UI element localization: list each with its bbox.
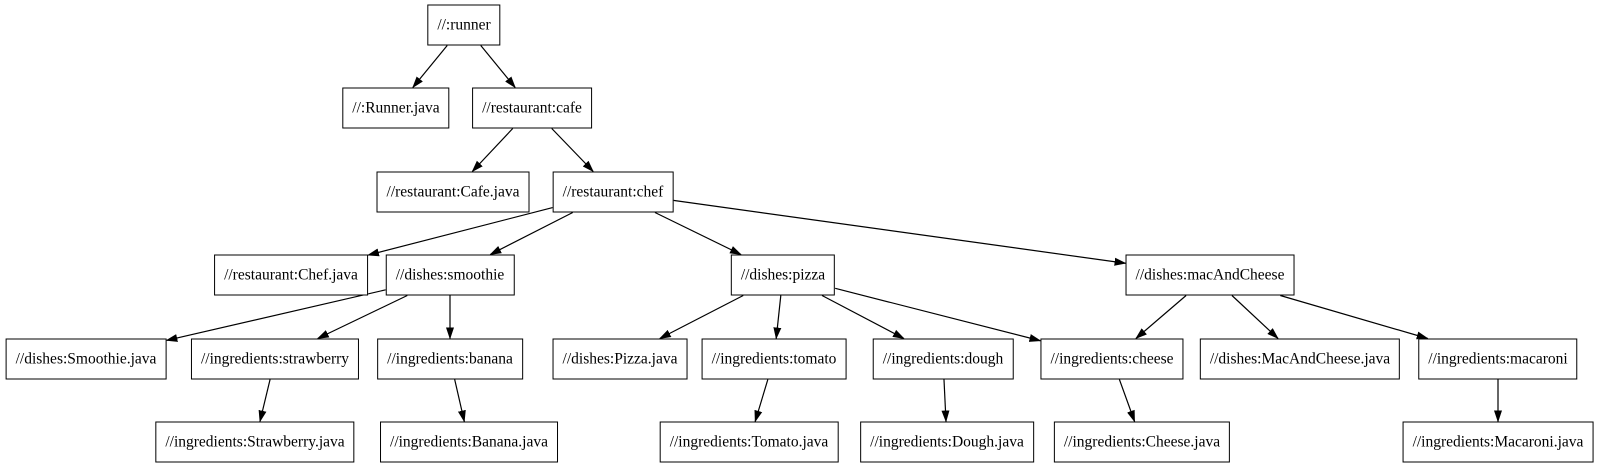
graph-node-chef: //restaurant:chef [552, 171, 674, 213]
edge-pizza-cheese [835, 287, 1042, 342]
edge-runner-cafe [480, 45, 516, 89]
graph-node-strawberry: //ingredients:strawberry [190, 338, 360, 380]
edge-macandcheese-cheese [1135, 295, 1187, 340]
graph-node-cafe_java: //restaurant:Cafe.java [376, 171, 530, 213]
graph-node-cheese: //ingredients:cheese [1040, 338, 1184, 380]
edge-cafe-chef [551, 128, 594, 173]
graph-node-smoothie: //dishes:smoothie [385, 254, 515, 296]
graph-node-smoothie_java: //dishes:Smoothie.java [5, 338, 167, 380]
edge-chef-pizza [654, 211, 742, 256]
edge-dough-dough_java [941, 379, 950, 423]
graph-node-pizza_java: //dishes:Pizza.java [552, 338, 688, 380]
edge-smoothie-strawberry [316, 294, 408, 340]
graph-node-chef_java: //restaurant:Chef.java [214, 254, 368, 296]
graph-node-macandcheese: //dishes:macAndCheese [1125, 254, 1295, 296]
edge-chef-smoothie [489, 211, 574, 256]
graph-node-banana_java: //ingredients:Banana.java [380, 421, 558, 463]
edge-cafe-cafe_java [471, 128, 514, 173]
edge-strawberry-strawberry_java [258, 379, 271, 423]
graph-node-strawberry_java: //ingredients:Strawberry.java [155, 421, 355, 463]
edge-pizza-dough [821, 294, 905, 340]
graph-node-banana: //ingredients:banana [377, 338, 523, 380]
edge-pizza-pizza_java [658, 294, 744, 340]
graph-node-dough: //ingredients:dough [872, 338, 1014, 380]
edge-chef-chef_java [366, 206, 553, 257]
graph-node-cheese_java: //ingredients:Cheese.java [1053, 421, 1231, 463]
edge-cheese-cheese_java [1118, 379, 1136, 423]
graph-node-dough_java: //ingredients:Dough.java [860, 421, 1034, 463]
graph-node-macaroni_java: //ingredients:Macaroni.java [1402, 421, 1594, 463]
edge-runner-runner_java [412, 45, 448, 89]
graph-node-tomato: //ingredients:tomato [701, 338, 847, 380]
edge-macandcheese-macaroni [1280, 294, 1429, 340]
edge-tomato-tomato_java [754, 379, 769, 423]
graph-node-runner: //:runner [427, 4, 501, 46]
edge-banana-banana_java [454, 379, 466, 423]
edge-macandcheese-macandcheese_java [1231, 295, 1279, 340]
edge-pizza-tomato [773, 295, 782, 340]
graph-node-pizza: //dishes:pizza [730, 254, 836, 296]
graph-node-macaroni: //ingredients:macaroni [1418, 338, 1578, 380]
graph-node-cafe: //restaurant:cafe [472, 87, 592, 129]
graph-node-macandcheese_java: //dishes:MacAndCheese.java [1199, 338, 1401, 380]
graph-node-runner_java: //:Runner.java [342, 87, 450, 129]
graph-node-tomato_java: //ingredients:Tomato.java [659, 421, 839, 463]
edge-smoothie-smoothie_java [165, 289, 386, 342]
